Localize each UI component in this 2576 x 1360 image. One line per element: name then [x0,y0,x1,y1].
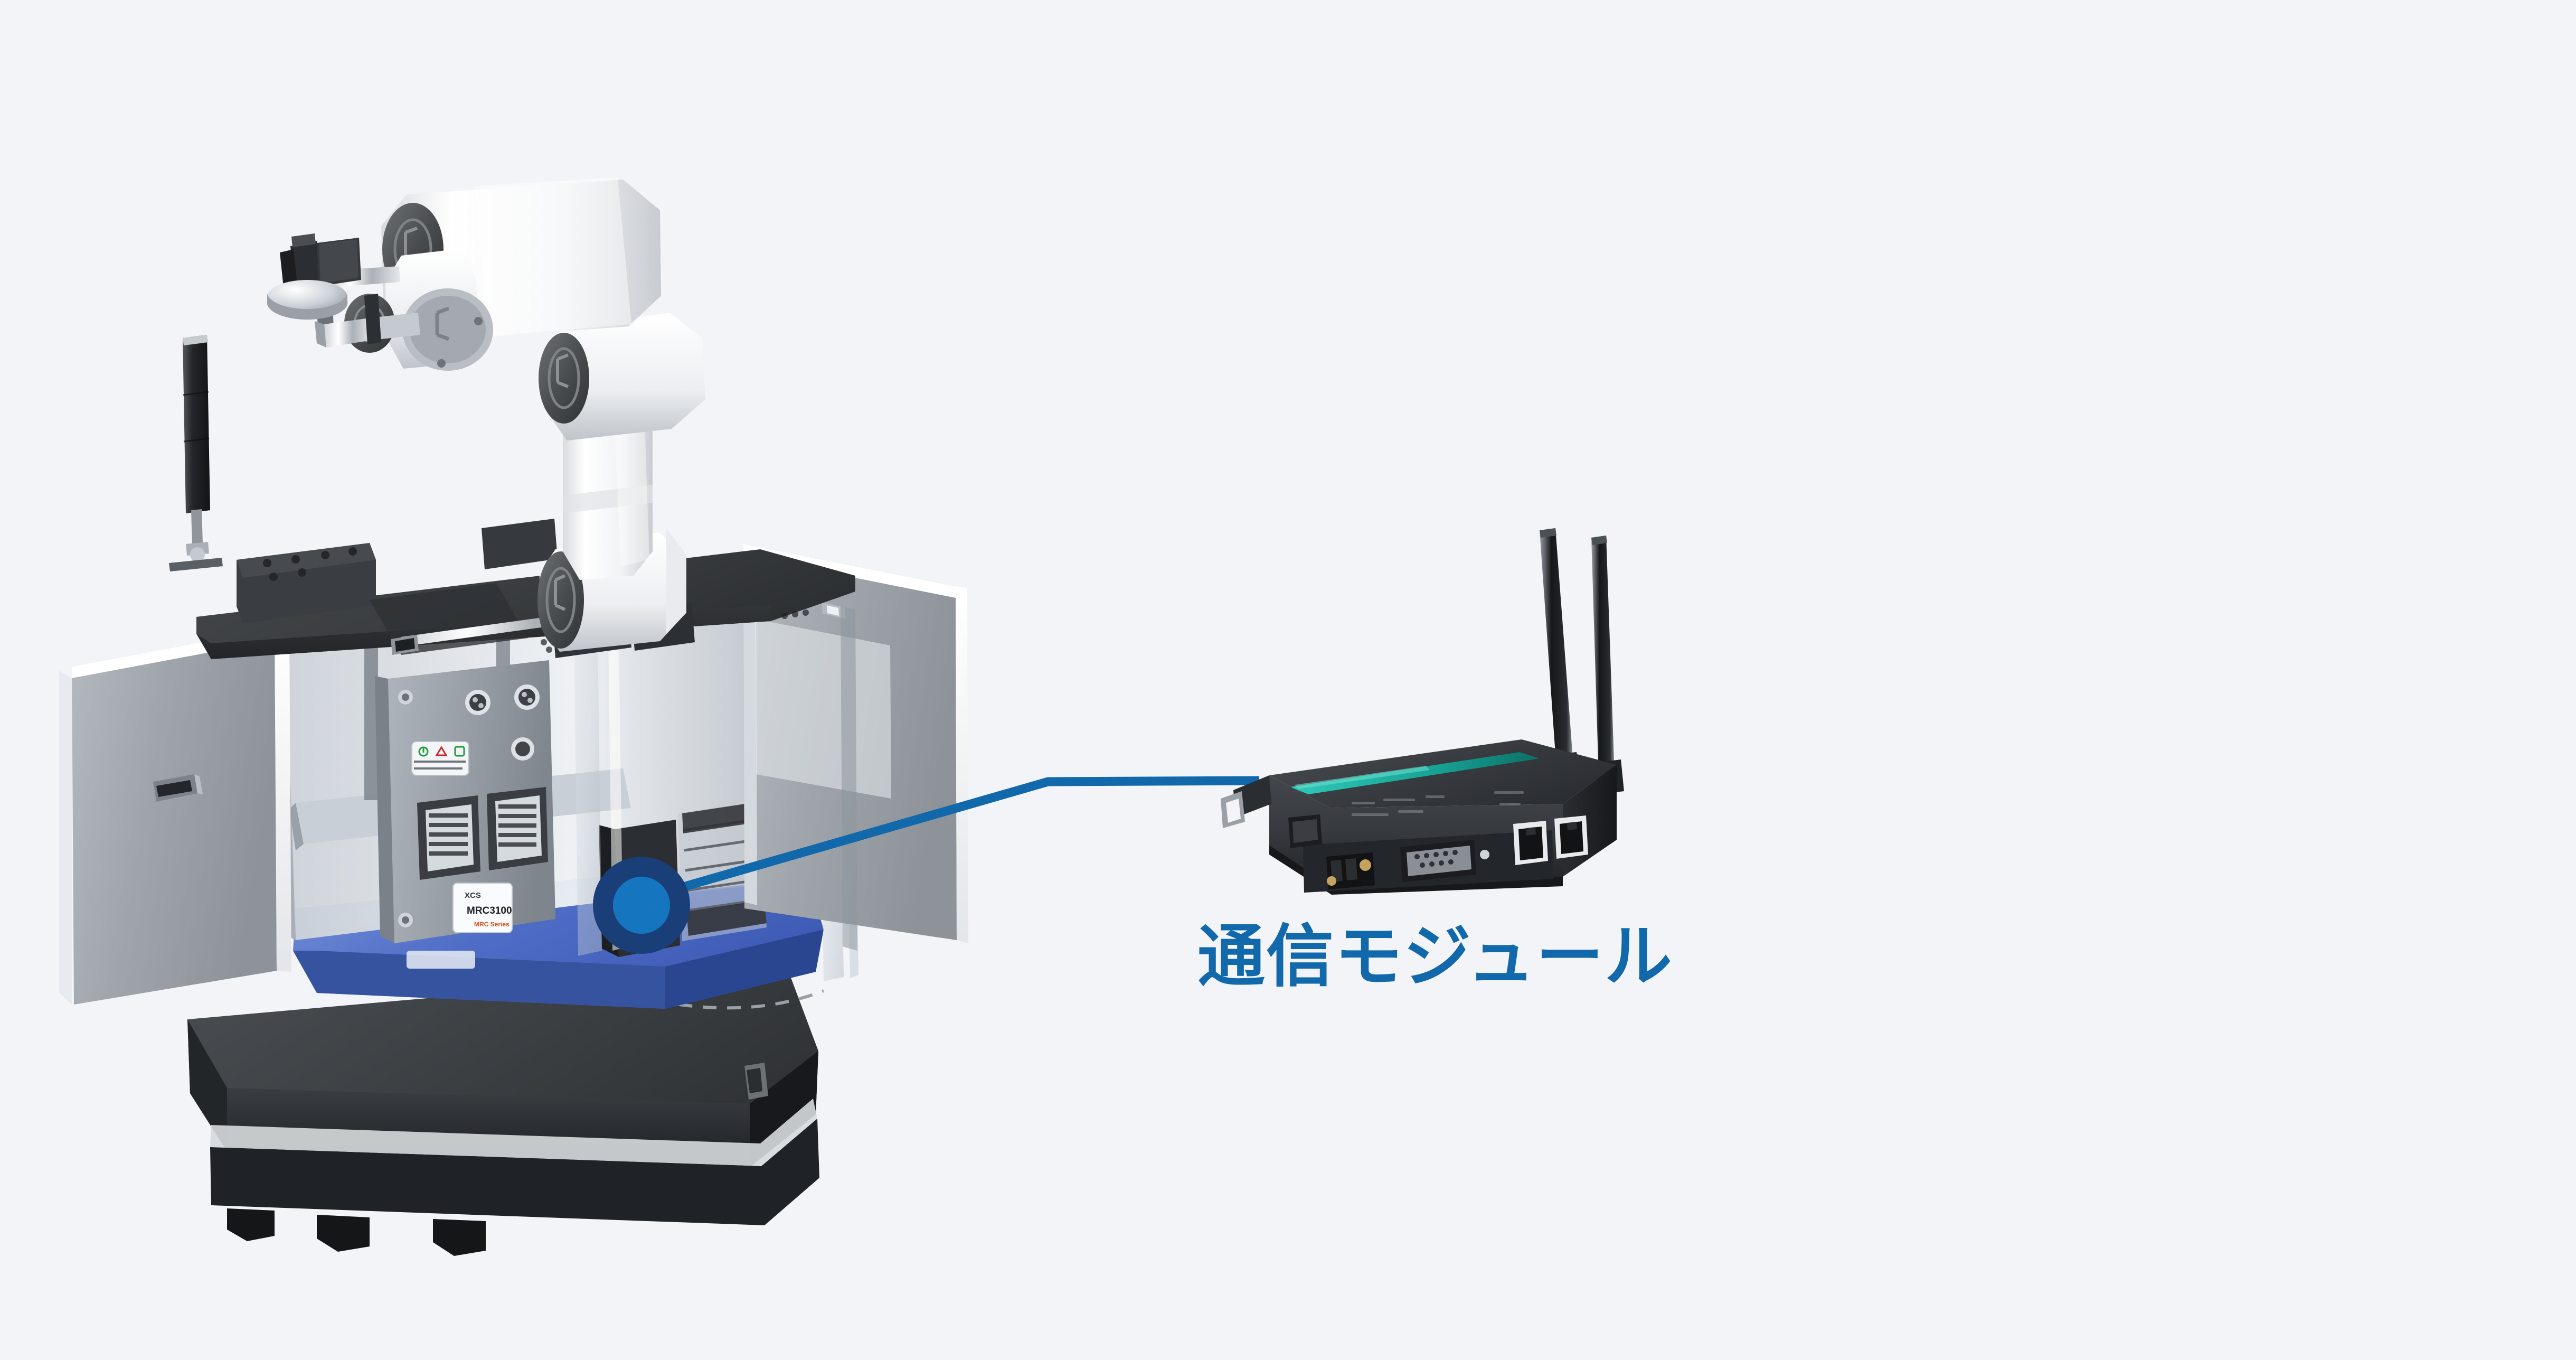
arm-joint-elbow [539,313,705,440]
arm-joint-wrist2 [402,288,493,371]
callout-label: 通信モジュール [1197,917,1674,996]
tool-disc [267,280,347,314]
collaborative-robot-arm [344,177,705,652]
robot-controller: XCS MRC3100 MRC Series [375,660,555,943]
rj45-port-2 [1554,815,1588,859]
controller-status-label [411,741,469,776]
cabinet-door-handle[interactable] [153,774,203,802]
end-effector [267,233,420,348]
agv-mobile-base [187,967,819,1256]
sim-slot [1288,814,1322,848]
accent-stripe [1290,752,1540,794]
antenna-left [1540,528,1573,769]
svg-text:XCS: XCS [465,891,481,900]
mounting-ear [1221,775,1271,828]
power-terminal [1326,852,1375,889]
controller-io-connectors [417,787,548,880]
cabinet-right-panel[interactable] [713,544,968,951]
signal-tower [169,335,223,571]
svg-text:MRC Series: MRC Series [474,921,509,928]
antenna-right [1591,536,1615,779]
platform-marker [407,951,475,969]
cabinet-left-panel[interactable] [59,629,291,1005]
svg-text:MRC3100: MRC3100 [467,905,512,916]
callout-leader [593,776,1260,954]
callout-dot [613,877,670,934]
arm-joint-base [537,528,686,652]
controller-nameplate: XCS MRC3100 MRC Series [452,883,513,933]
rj45-port-1 [1513,821,1548,865]
gripper-fingers [315,294,420,348]
serial-port [1400,840,1489,882]
communication-module [1221,528,1624,895]
